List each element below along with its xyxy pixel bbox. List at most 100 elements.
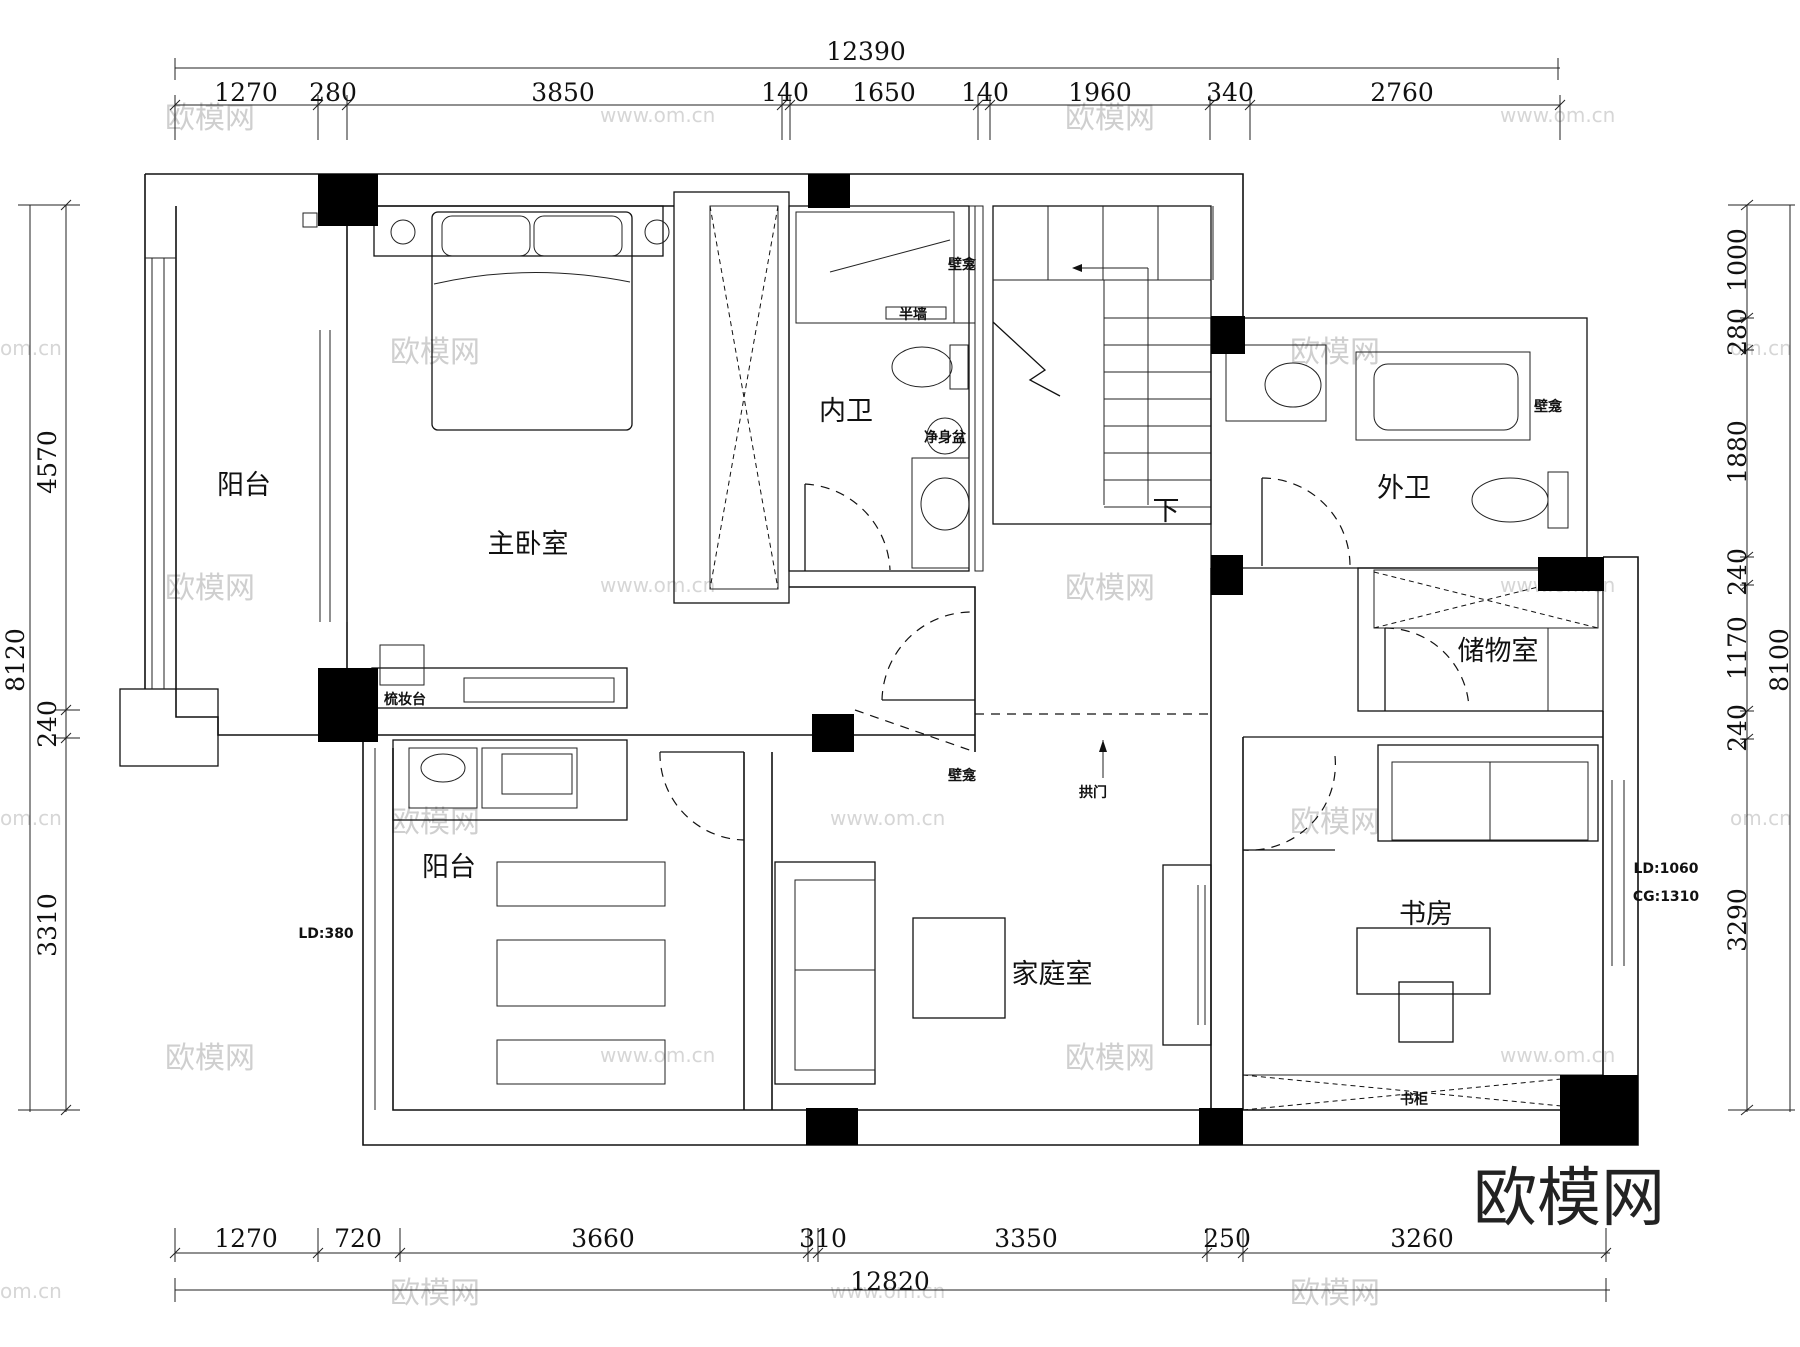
dim-top-seg: 1270 bbox=[214, 78, 278, 107]
vanity-label: 梳妆台 bbox=[384, 691, 426, 708]
watermark-text: 欧模网 bbox=[165, 1041, 255, 1076]
room-label-study: 书房 bbox=[1399, 899, 1453, 930]
dimension-tick bbox=[1740, 312, 1754, 324]
watermark-text: 欧模网 bbox=[165, 101, 255, 136]
room-label-master-bedroom: 主卧室 bbox=[488, 529, 569, 560]
dimension-tick bbox=[1740, 705, 1754, 717]
dim-top-seg: 340 bbox=[1206, 78, 1254, 107]
dimension-tick bbox=[312, 1247, 324, 1259]
dim-top-seg: 1650 bbox=[852, 78, 916, 107]
arch-door-label: 拱门 bbox=[1079, 784, 1107, 801]
cg-1310-label: CG:1310 bbox=[1633, 889, 1700, 905]
dim-bottom-seg: 720 bbox=[334, 1224, 382, 1253]
dim-top-seg: 3850 bbox=[531, 78, 595, 107]
dimension-tick bbox=[169, 1247, 181, 1259]
stairs-down-label: 下 bbox=[1153, 496, 1180, 527]
dim-bottom-seg: 3350 bbox=[994, 1224, 1058, 1253]
dim-bottom-seg: 3660 bbox=[571, 1224, 635, 1253]
watermark-text: 欧模网 bbox=[1065, 1041, 1155, 1076]
watermark-url: om.cn bbox=[0, 336, 62, 360]
dimension-tick bbox=[60, 1104, 72, 1116]
niche-label: 壁龛 bbox=[948, 256, 977, 273]
dimension-tick bbox=[1740, 344, 1754, 356]
dimension-tick bbox=[984, 99, 996, 111]
dimension-tick bbox=[1740, 1104, 1754, 1116]
dim-bottom-seg: 1270 bbox=[214, 1224, 278, 1253]
dim-left-seg: 4570 bbox=[33, 430, 62, 494]
watermark-text: 欧模网 bbox=[1290, 1276, 1380, 1311]
ld-1060-label: LD:1060 bbox=[1633, 861, 1698, 877]
watermark-url: om.cn bbox=[1730, 806, 1792, 830]
dimension-tick bbox=[776, 99, 788, 111]
ld-380-label: LD:380 bbox=[298, 926, 354, 942]
dimension-tick bbox=[1204, 99, 1216, 111]
dim-right-seg: 1000 bbox=[1723, 228, 1752, 292]
dimension-tick bbox=[60, 704, 72, 716]
room-label-outer-bath: 外卫 bbox=[1377, 473, 1431, 504]
bottom-dimensions: 1270 720 3660 310 3350 250 3260 12820 bbox=[169, 1224, 1612, 1302]
watermark-text: 欧模网 bbox=[1065, 571, 1155, 606]
watermark-url: om.cn bbox=[1730, 336, 1792, 360]
dim-right-seg: 280 bbox=[1723, 308, 1752, 356]
dimension-tick bbox=[1740, 199, 1754, 211]
dim-right-seg: 1170 bbox=[1723, 616, 1752, 680]
dimension-tick bbox=[60, 199, 72, 211]
dim-bottom-total: 12820 bbox=[850, 1267, 930, 1296]
dimension-tick bbox=[169, 99, 181, 111]
watermark-url: www.om.cn bbox=[1500, 1043, 1615, 1067]
watermark-text: 欧模网 bbox=[1065, 101, 1155, 136]
dimension-tick bbox=[394, 1247, 406, 1259]
dimension-tick bbox=[784, 99, 796, 111]
niche-label: 壁龛 bbox=[948, 767, 977, 784]
dimension-tick bbox=[1554, 99, 1566, 111]
dim-bottom-seg: 310 bbox=[799, 1224, 847, 1253]
niche-label: 壁龛 bbox=[1534, 398, 1563, 415]
dim-left-seg: 240 bbox=[33, 700, 62, 748]
dim-top-seg: 140 bbox=[961, 78, 1009, 107]
dimension-tick bbox=[1740, 733, 1754, 745]
room-label-balcony-lower: 阳台 bbox=[422, 852, 476, 883]
watermark-url: om.cn bbox=[0, 806, 62, 830]
dimension-tick bbox=[312, 99, 324, 111]
watermark-text: 欧模网 bbox=[390, 335, 480, 370]
bidet-label: 净身盆 bbox=[924, 429, 967, 446]
half-wall-label: 半墙 bbox=[899, 306, 927, 323]
dim-right-seg: 3290 bbox=[1723, 888, 1752, 952]
watermark-text: 欧模网 bbox=[1290, 805, 1380, 840]
dimension-tick bbox=[812, 1247, 824, 1259]
walls: 半墙 壁龛 净身盆 下 壁龛 bbox=[119, 173, 1700, 1146]
dim-top-total: 12390 bbox=[826, 37, 906, 66]
dimension-tick bbox=[1244, 99, 1256, 111]
bookcase-label: 书柜 bbox=[1400, 1091, 1428, 1108]
dim-top-seg: 1960 bbox=[1068, 78, 1132, 107]
dim-bottom-seg: 250 bbox=[1203, 1224, 1251, 1253]
dim-bottom-seg: 3260 bbox=[1390, 1224, 1454, 1253]
watermark-text: 欧模网 bbox=[390, 1276, 480, 1311]
dim-right-total: 8100 bbox=[1765, 628, 1794, 692]
room-label-balcony-upper: 阳台 bbox=[217, 470, 271, 501]
watermarks: 欧模网 www.om.cn 欧模网 www.om.cn om.cn 欧模网 欧模… bbox=[0, 101, 1792, 1311]
watermark-url: www.om.cn bbox=[600, 1043, 715, 1067]
watermark-text: 欧模网 bbox=[390, 805, 480, 840]
left-dimensions: 4570 240 3310 8120 bbox=[1, 199, 80, 1116]
watermark-url: www.om.cn bbox=[600, 573, 715, 597]
watermark-text: 欧模网 bbox=[165, 571, 255, 606]
dimension-tick bbox=[341, 99, 353, 111]
watermark-url: www.om.cn bbox=[600, 103, 715, 127]
dim-right-seg: 240 bbox=[1723, 704, 1752, 752]
dim-right-seg: 1880 bbox=[1723, 420, 1752, 484]
watermark-url: www.om.cn bbox=[830, 806, 945, 830]
dimension-tick bbox=[1600, 1247, 1612, 1259]
room-label-family-room: 家庭室 bbox=[1012, 959, 1093, 990]
dimension-tick bbox=[802, 1247, 814, 1259]
dim-left-seg: 3310 bbox=[33, 893, 62, 957]
dim-top-seg: 140 bbox=[761, 78, 809, 107]
dim-right-seg: 240 bbox=[1723, 548, 1752, 596]
dim-top-seg: 2760 bbox=[1370, 78, 1434, 107]
room-label-storage: 储物室 bbox=[1458, 636, 1539, 667]
watermark-logo: 欧模网 bbox=[1473, 1162, 1665, 1236]
dimension-tick bbox=[60, 732, 72, 744]
dimension-tick bbox=[1237, 1247, 1249, 1259]
structural-columns bbox=[318, 174, 1638, 1145]
